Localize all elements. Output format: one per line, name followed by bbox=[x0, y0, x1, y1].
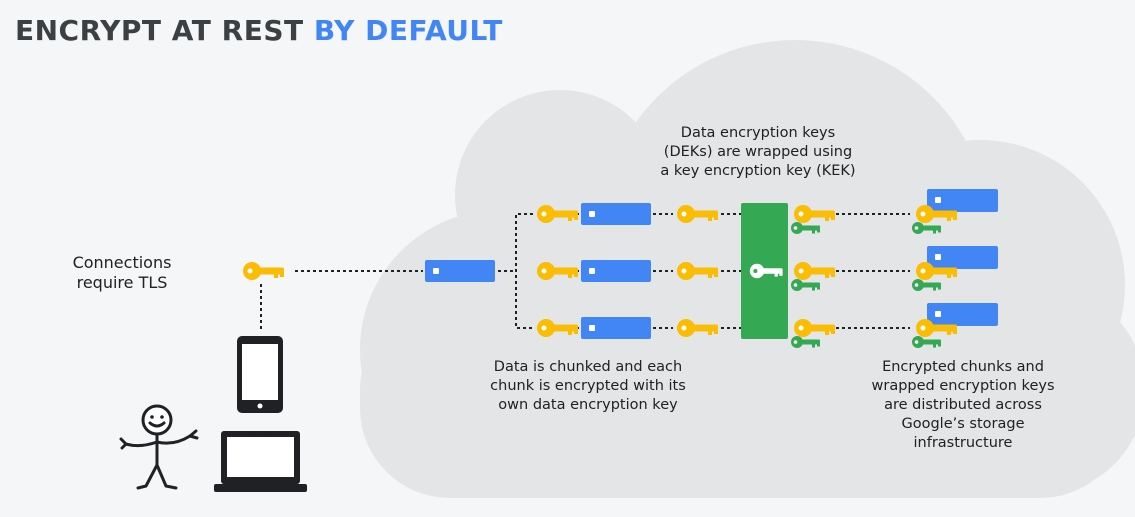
data-block-icon bbox=[425, 260, 495, 282]
dek-wrap-line: (DEKs) are wrapped using bbox=[663, 144, 853, 160]
tls-label: Connections require TLS bbox=[52, 253, 192, 293]
storage-stack-2 bbox=[912, 246, 998, 291]
distributed-line: are distributed across bbox=[884, 397, 1042, 413]
chunked-line: chunk is encrypted with its bbox=[490, 378, 686, 394]
storage-stack-1 bbox=[912, 189, 998, 234]
title-part-2: BY DEFAULT bbox=[313, 14, 503, 47]
chunk-block-icon bbox=[581, 317, 651, 339]
tls-label-line: require TLS bbox=[76, 273, 168, 292]
dek-wrap-line: a key encryption key (KEK) bbox=[660, 163, 856, 179]
distributed-line: Google’s storage bbox=[901, 416, 1025, 432]
dek-wrap-line: Data encryption keys bbox=[680, 125, 836, 141]
kek-box-icon bbox=[741, 203, 788, 339]
tls-label-line: Connections bbox=[72, 253, 172, 272]
page-title: ENCRYPT AT REST BY DEFAULT bbox=[15, 14, 503, 47]
connector-lines bbox=[260, 213, 910, 332]
stick-figure-icon bbox=[119, 404, 199, 490]
distributed-line: wrapped encryption keys bbox=[871, 378, 1055, 394]
chunk-block-icon bbox=[581, 260, 651, 282]
chunked-line: own data encryption key bbox=[498, 397, 678, 413]
chunked-line: Data is chunked and each bbox=[493, 359, 683, 375]
chunk-block-icon bbox=[581, 203, 651, 225]
distributed-line: Encrypted chunks and bbox=[882, 359, 1044, 375]
tls-key-icon bbox=[243, 262, 284, 280]
dek-wrap-label: Data encryption keys (DEKs) are wrapped … bbox=[638, 124, 878, 181]
storage-stack-3 bbox=[912, 303, 998, 348]
laptop-icon bbox=[214, 431, 307, 492]
title-part-1: ENCRYPT AT REST bbox=[15, 14, 304, 47]
chunked-label: Data is chunked and each chunk is encryp… bbox=[468, 358, 708, 415]
distributed-label: Encrypted chunks and wrapped encryption … bbox=[843, 358, 1083, 453]
phone-icon bbox=[237, 336, 283, 413]
distributed-line: infrastructure bbox=[913, 435, 1013, 451]
